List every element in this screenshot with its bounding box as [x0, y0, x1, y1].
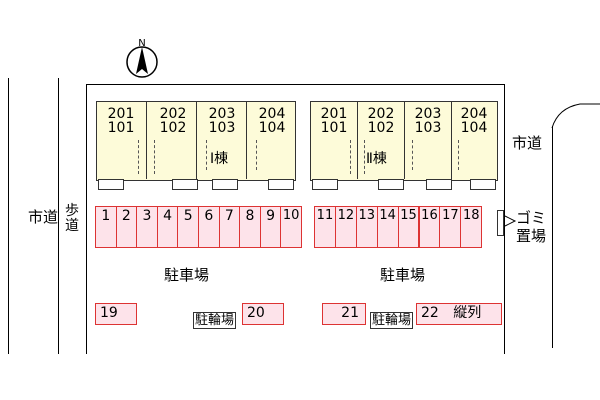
stair-mark	[206, 140, 207, 170]
garbage-arrow-icon	[504, 215, 517, 227]
unit-divider	[451, 101, 452, 179]
parking-stall-9: 9	[259, 206, 282, 248]
parking-stall-4: 4	[156, 206, 179, 248]
parking-stall-2: 2	[115, 206, 138, 248]
parking-label-right: 駐車場	[380, 266, 426, 284]
unit-divider	[246, 101, 247, 179]
entrance-step	[212, 179, 238, 190]
parking-stall-11: 11	[314, 206, 336, 248]
site-right-boundary	[504, 84, 505, 354]
stall-22-number: 22	[421, 305, 439, 321]
parking-stall-15: 15	[397, 206, 420, 248]
stair-mark	[350, 140, 351, 174]
compass-north-label: N	[138, 38, 145, 49]
building-2-name: Ⅱ棟	[366, 151, 387, 167]
stair-mark	[364, 140, 365, 174]
parking-stall-3: 3	[136, 206, 158, 248]
parking-stall-22: 22 縦列	[416, 303, 502, 325]
parking-stall-7: 7	[218, 206, 241, 248]
unit-divider	[404, 101, 405, 179]
parking-stall-21: 21	[322, 303, 366, 325]
stair-mark	[154, 140, 155, 174]
parking-stall-20: 20	[242, 303, 284, 325]
unit-divider	[146, 101, 147, 179]
road-right-curve	[551, 103, 600, 129]
parking-stall-18: 18	[460, 206, 483, 248]
entrance-step	[470, 179, 496, 190]
parking-stall-12: 12	[334, 206, 357, 248]
parking-stall-6: 6	[198, 206, 220, 248]
site-top-boundary	[86, 84, 504, 85]
garbage-box	[497, 210, 504, 236]
unit-divider	[357, 101, 358, 179]
parking-stall-10: 10	[280, 206, 302, 248]
stair-mark	[256, 140, 257, 170]
entrance-step	[378, 179, 404, 190]
parking-label-left: 駐車場	[164, 266, 210, 284]
entrance-step	[426, 179, 452, 190]
entrance-step	[98, 179, 124, 190]
stair-mark	[138, 140, 139, 174]
garbage-label: ゴミ置場	[516, 209, 547, 245]
entrance-step	[172, 179, 198, 190]
stair-mark	[412, 140, 413, 170]
parking-stall-19: 19	[95, 303, 137, 325]
stair-mark	[458, 140, 459, 170]
parking-stall-5: 5	[177, 206, 199, 248]
unit-divider	[196, 101, 197, 179]
entrance-step	[268, 179, 294, 190]
parking-stall-17: 17	[439, 206, 462, 248]
parking-stall-8: 8	[239, 206, 261, 248]
entrance-step	[312, 179, 338, 190]
right-road-label: 市道	[512, 134, 543, 152]
stall-22-note: 縦列	[453, 305, 482, 321]
parking-stall-13: 13	[355, 206, 378, 248]
bike-parking-label-right: 駐輪場	[370, 312, 414, 329]
site-left-boundary	[86, 84, 87, 354]
left-road-label: 市道	[27, 208, 58, 226]
road-left-edge	[8, 78, 9, 354]
parking-stall-1: 1	[95, 206, 117, 248]
parking-stall-14: 14	[376, 206, 399, 248]
sidewalk-label: 歩道	[65, 203, 79, 234]
parking-stall-16: 16	[418, 206, 441, 248]
building-1-name: Ⅰ棟	[210, 151, 229, 167]
compass-icon: N	[126, 38, 158, 78]
sidewalk-left-edge	[58, 78, 59, 354]
road-right-edge	[552, 126, 553, 348]
bike-parking-label-left: 駐輪場	[193, 312, 237, 329]
